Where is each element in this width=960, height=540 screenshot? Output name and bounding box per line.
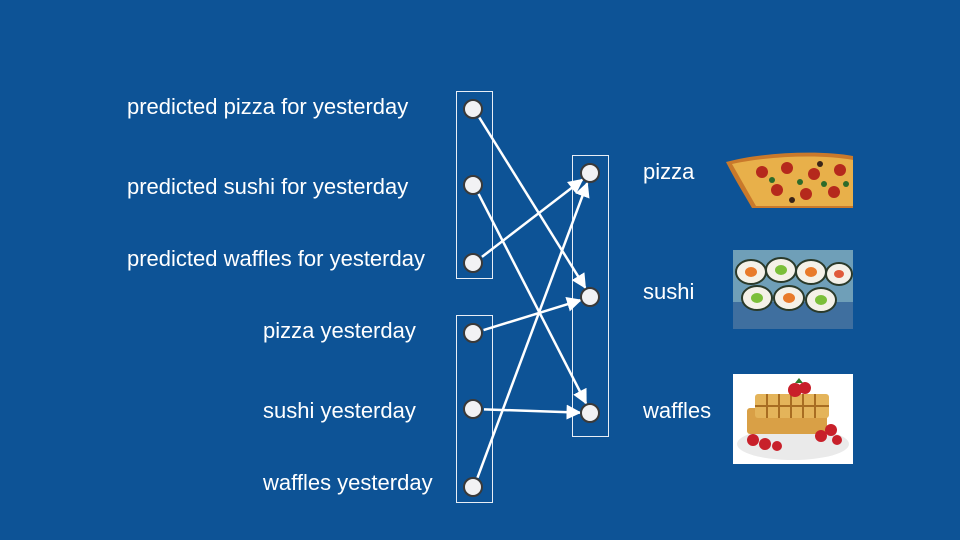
output-node-sushi	[580, 287, 600, 307]
output-label-waffles: waffles	[643, 398, 712, 423]
input-label-pizza-yesterday: pizza yesterday	[263, 318, 416, 343]
input-node-predicted-pizza	[463, 99, 483, 119]
output-node-waffles	[580, 403, 600, 423]
pizza-image	[722, 150, 853, 208]
sushi-image	[733, 250, 853, 329]
input-label-sushi-yesterday: sushi yesterday	[263, 398, 416, 423]
input-label-predicted-sushi: predicted sushi for yesterday	[127, 174, 409, 199]
input-label-predicted-waffles: predicted waffles for yesterday	[127, 246, 425, 271]
connection-arrow	[483, 404, 582, 420]
output-label-sushi: sushi	[643, 279, 695, 304]
input-label-waffles-yesterday: waffles yesterday	[263, 470, 433, 495]
input-node-pizza-yesterday	[463, 323, 483, 343]
input-node-waffles-yesterday	[463, 477, 483, 497]
connection-arrow	[478, 116, 587, 289]
output-node-pizza	[580, 163, 600, 183]
connection-arrow	[483, 297, 582, 332]
connection-arrow	[481, 178, 584, 258]
waffles-image	[733, 374, 853, 464]
connection-arrow	[476, 181, 590, 479]
input-node-sushi-yesterday	[463, 399, 483, 419]
output-label-pizza: pizza	[643, 159, 695, 184]
predicted-input-group-box	[456, 91, 493, 279]
output-group-box	[572, 155, 609, 437]
connection-arrow	[477, 193, 588, 405]
input-label-predicted-pizza: predicted pizza for yesterday	[127, 94, 409, 119]
input-node-predicted-waffles	[463, 253, 483, 273]
input-node-predicted-sushi	[463, 175, 483, 195]
